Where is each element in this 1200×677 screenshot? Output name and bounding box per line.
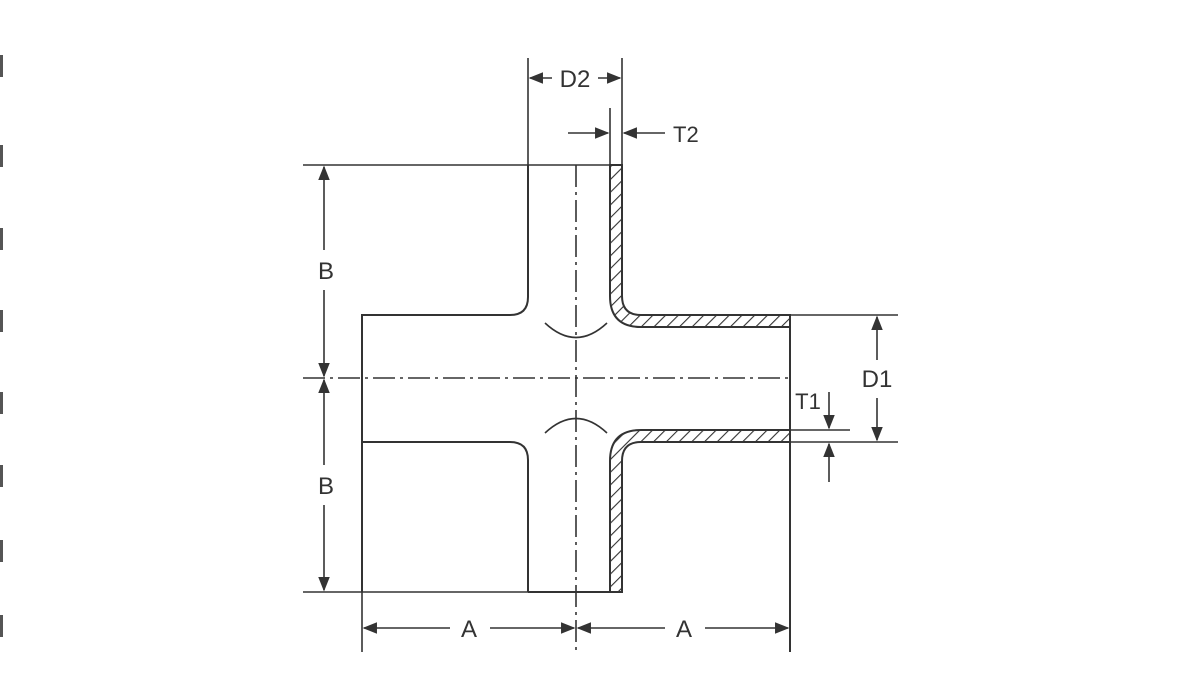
dimension-d1: D1 <box>862 315 893 442</box>
fitting-outline <box>361 165 791 652</box>
label-d1: D1 <box>862 366 893 393</box>
extension-lines <box>303 58 898 652</box>
label-b-upper: B <box>318 258 334 285</box>
label-a-right: A <box>676 616 692 643</box>
label-t1: T1 <box>795 389 821 414</box>
dimension-a-left: A <box>362 616 576 643</box>
label-a-left: A <box>461 616 477 643</box>
label-b-lower: B <box>318 473 334 500</box>
dimension-t2: T2 <box>568 122 699 147</box>
dimension-d2: D2 <box>528 66 622 93</box>
intersection-arc-lower <box>544 417 608 434</box>
label-d2: D2 <box>560 66 591 93</box>
dimension-b-upper: B <box>318 165 334 378</box>
hatched-wall-horizontal-lower <box>609 429 791 593</box>
edge-marks <box>0 55 3 637</box>
dimension-a-right: A <box>576 616 790 643</box>
center-lines <box>303 165 790 652</box>
intersection-arc-upper <box>544 322 608 339</box>
label-t2: T2 <box>673 122 699 147</box>
hatched-wall-vertical-upper <box>609 164 791 328</box>
dimension-t1: T1 <box>795 389 835 482</box>
dimension-b-lower: B <box>318 378 334 592</box>
